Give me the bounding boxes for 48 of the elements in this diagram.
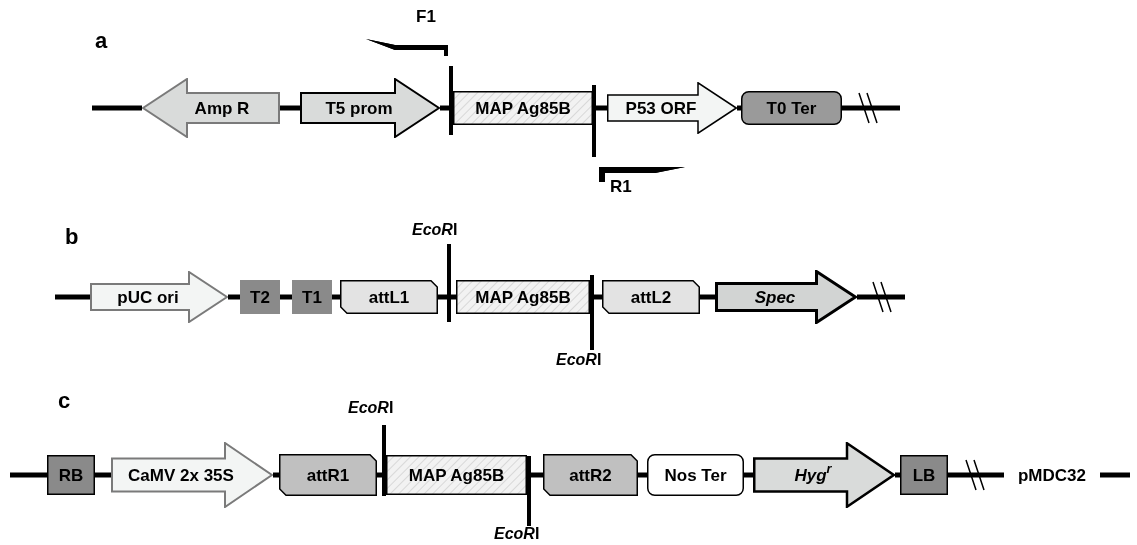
insert-box: MAP Ag85B — [456, 280, 590, 314]
dna-backbone-line — [10, 472, 47, 478]
origin-arrow: pUC ori — [90, 271, 228, 323]
dna-backbone-line — [1100, 472, 1130, 478]
insert-box: MAP Ag85B — [386, 455, 527, 495]
restriction-site-label: EcoRI — [556, 352, 602, 368]
dna-backbone-line — [638, 472, 647, 478]
orf-element: P53 ORF — [607, 82, 737, 134]
panel-label: c — [58, 390, 71, 412]
att-site-box: attR2 — [543, 454, 638, 496]
dna-backbone-line — [737, 105, 741, 111]
promoter-element: T5 prom — [300, 78, 440, 138]
dna-backbone-line — [55, 294, 90, 300]
att-site-box: attL2 — [602, 280, 700, 314]
terminator-box: Nos Ter — [647, 454, 744, 496]
border-box: LB — [900, 455, 948, 495]
terminator-box: T1 — [292, 280, 332, 314]
restriction-site-label: EcoRI — [348, 400, 394, 416]
gene-arrow: Spec — [715, 270, 857, 324]
gene-arrow: Amp R — [142, 78, 280, 138]
panel-label: a — [95, 30, 108, 52]
dna-backbone-line — [92, 105, 142, 111]
primer-mark: F1 — [366, 8, 450, 56]
dna-backbone-line — [895, 472, 900, 478]
primer-mark: R1 — [599, 165, 685, 197]
att-site-box: attL1 — [340, 280, 438, 314]
promoter-element: CaMV 2x 35S — [111, 442, 273, 508]
att-site-box: attR1 — [279, 454, 377, 496]
insert-box: MAP Ag85B — [453, 91, 593, 125]
dna-backbone-line — [700, 294, 715, 300]
restriction-site-label: EcoRI — [494, 526, 540, 542]
panel-label: b — [65, 226, 79, 248]
border-box: RB — [47, 455, 95, 495]
dna-backbone-line — [857, 294, 905, 300]
dna-backbone-line — [228, 294, 240, 300]
dna-backbone-line — [280, 294, 292, 300]
restriction-site-label: EcoRI — [412, 222, 458, 238]
resistance-gene-element: Hyg$^{r}$ — [753, 442, 895, 508]
dna-backbone-line — [95, 472, 111, 478]
dna-backbone-line — [744, 472, 753, 478]
terminator-box: T2 — [240, 280, 280, 314]
dna-backbone-line — [332, 294, 340, 300]
dna-backbone-line — [842, 105, 900, 111]
plasmid-name: pMDC32 — [1004, 462, 1100, 488]
dna-backbone-line — [948, 472, 1004, 478]
dna-backbone-line — [280, 105, 300, 111]
terminator-box: T0 Ter — [741, 91, 842, 125]
dna-backbone-line — [273, 472, 279, 478]
